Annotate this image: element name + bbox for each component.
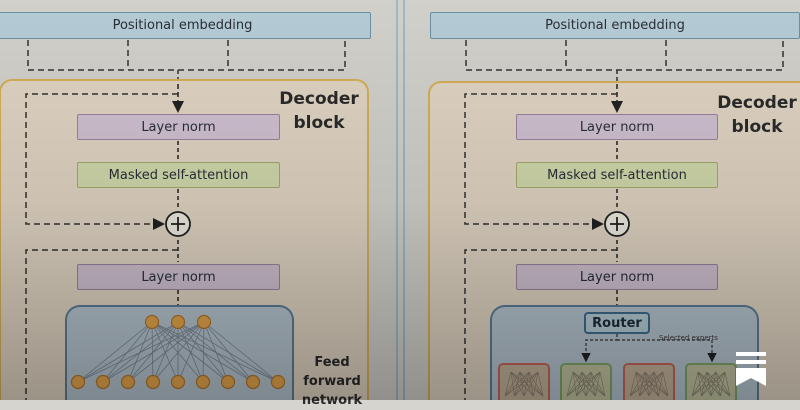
ffn-node — [70, 374, 86, 390]
ffn-edge — [177, 321, 254, 383]
layer-norm-box: Layer norm — [77, 264, 280, 290]
expert-edge — [629, 371, 655, 397]
expert-edge — [504, 371, 521, 397]
plus-circle-icon — [165, 211, 191, 237]
ffn-edge — [77, 321, 179, 383]
ffn-edge — [152, 321, 205, 383]
expert-edge — [566, 371, 574, 397]
expert-edge — [648, 371, 664, 397]
ffn-edge — [203, 321, 279, 383]
ffn-node — [270, 374, 286, 390]
diagram-canvas — [0, 0, 800, 400]
ffn-edge — [77, 321, 205, 383]
expert-edge — [504, 371, 530, 397]
masked-self-attention-box: Masked self-attention — [77, 162, 280, 188]
selected-experts-caption: Selected experts — [659, 334, 718, 342]
ffn-node — [170, 374, 186, 390]
block-title: Decoder block — [714, 91, 800, 139]
layer-norm-box: Layer norm — [516, 264, 718, 290]
expert-edge — [599, 371, 606, 397]
ffn-edge — [151, 321, 204, 383]
ffn-node — [120, 374, 136, 390]
ffn-edge — [203, 321, 254, 383]
router-box: Router — [584, 312, 650, 334]
expert-edge — [724, 371, 731, 397]
expert-edge — [701, 371, 726, 397]
expert-edge — [504, 371, 539, 397]
plus-circle-icon — [604, 211, 630, 237]
ffn-edge — [177, 321, 229, 383]
ffn-node — [170, 314, 186, 330]
expert-edge — [629, 371, 664, 397]
expert-edge — [691, 371, 726, 397]
expert-edge — [691, 371, 717, 397]
expert-edge — [585, 371, 601, 397]
expert-edge — [629, 371, 646, 397]
block-title-line: Decoder — [717, 93, 797, 113]
block-title-line: Decoder — [279, 89, 359, 109]
expert-edge — [514, 371, 539, 397]
masked-self-attention-box: Masked self-attention — [516, 162, 718, 188]
ffn-node — [195, 374, 211, 390]
expert-edge — [537, 371, 544, 397]
ffn-node — [245, 374, 261, 390]
ffn-node — [144, 314, 160, 330]
expert-edge — [629, 371, 637, 397]
ffn-edge — [77, 321, 153, 383]
expert-edge — [576, 371, 601, 397]
ffn-node — [95, 374, 111, 390]
positional-embedding-box: Positional embedding — [430, 12, 800, 39]
expert-edge — [566, 371, 592, 397]
left-panel — [0, 40, 369, 400]
expert-edge — [566, 371, 583, 397]
ffn-label-line: Feed — [314, 355, 350, 370]
expert-network-graphs — [504, 371, 731, 397]
ffn-label: Feed forward network — [296, 353, 368, 410]
ffn-label-line: network — [301, 393, 363, 408]
ffn-edge — [102, 321, 205, 383]
ffn-edge — [151, 321, 229, 383]
ffn-edge — [203, 321, 229, 383]
ffn-edge — [151, 321, 179, 383]
expert-edge — [662, 371, 669, 397]
expert-edge — [595, 371, 601, 397]
expert-edge — [691, 371, 699, 397]
block-title: Decoder block — [272, 87, 366, 135]
block-title-line: block — [293, 113, 345, 133]
expert-edge — [523, 371, 539, 397]
expert-edge — [566, 371, 601, 397]
layer-norm-box: Layer norm — [516, 114, 718, 140]
expert-edge — [720, 371, 726, 397]
ffn-node — [145, 374, 161, 390]
ffn-node — [196, 314, 212, 330]
expert-edge — [504, 371, 512, 397]
bookmark-icon — [736, 352, 766, 386]
expert-edge — [691, 371, 708, 397]
positional-embedding-box: Positional embedding — [0, 12, 371, 39]
ffn-container — [65, 305, 294, 400]
right-panel — [428, 40, 800, 400]
expert-edge — [533, 371, 539, 397]
expert-edge — [710, 371, 726, 397]
ffn-network-graph — [70, 314, 286, 390]
block-title-line: block — [731, 117, 783, 137]
expert-edge — [658, 371, 664, 397]
ffn-edge — [202, 321, 205, 383]
ffn-node — [220, 374, 236, 390]
layer-norm-box: Layer norm — [77, 114, 280, 140]
ffn-edge — [127, 321, 205, 383]
ffn-edge — [177, 321, 205, 383]
expert-edge — [639, 371, 664, 397]
ffn-label-line: forward — [303, 374, 361, 389]
